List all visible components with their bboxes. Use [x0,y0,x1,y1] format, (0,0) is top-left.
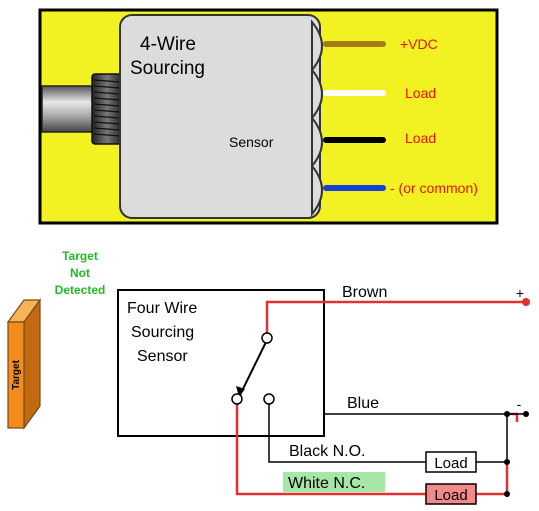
black-no-label: Black N.O. [289,443,365,460]
sensor-label: Sensor [229,134,274,150]
circuit-diagram: Four Wire Sourcing Sensor [117,284,530,505]
white-nc-wire [235,404,426,496]
no-load-junction [504,459,510,465]
positive-sign: + [516,285,524,301]
sensor-box-line2: Sourcing [131,324,194,341]
sensor-title-line2: Sourcing [130,58,205,79]
switch-contact-common [261,332,273,344]
nc-load-junction [504,491,510,497]
negative-sign: - [517,396,522,412]
sensor-box-line3: Sensor [137,348,188,365]
target-block: Target [6,298,42,430]
target-status-line3: Detected [55,283,106,297]
sensor-barrel [41,85,99,133]
sensor-thread-nut [91,73,123,145]
target-status-line1: Target [62,249,98,263]
wire-label-load-white: Load [405,85,436,101]
switch-arm [238,339,268,398]
switch-contact-nc [231,393,243,405]
blue-label: Blue [347,395,379,412]
white-nc-highlight [283,472,385,492]
positive-terminal [522,298,530,306]
load-no-box [425,451,477,473]
sensor-illustration-panel: 4-Wire Sourcing Sensor +VDC Load Load - … [38,8,499,225]
wire-label-vdc: +VDC [400,36,438,52]
wire-leads [323,41,386,191]
connector-lobes [311,19,323,217]
sensor-box [117,289,325,437]
load-nc-label: Load [434,487,467,504]
load-no-label: Load [434,455,467,472]
load-nc-box [425,483,477,505]
sensor-body [119,14,321,219]
nc-load-return [476,462,509,496]
black-no-wire [268,404,426,463]
switch-contact-no [263,393,275,405]
target-block-label: Target [11,359,22,389]
brown-wire-line [265,300,526,334]
white-nc-label: White N.C. [288,475,365,492]
sensor-box-line1: Four Wire [127,300,197,317]
brown-label: Brown [342,284,387,301]
target-status: Target Not Detected [55,249,106,297]
wire-label-common: - (or common) [390,180,478,196]
wire-label-load-black: Load [405,130,436,146]
sensor-title-line1: 4-Wire [140,34,196,55]
target-status-line2: Not [70,266,90,280]
